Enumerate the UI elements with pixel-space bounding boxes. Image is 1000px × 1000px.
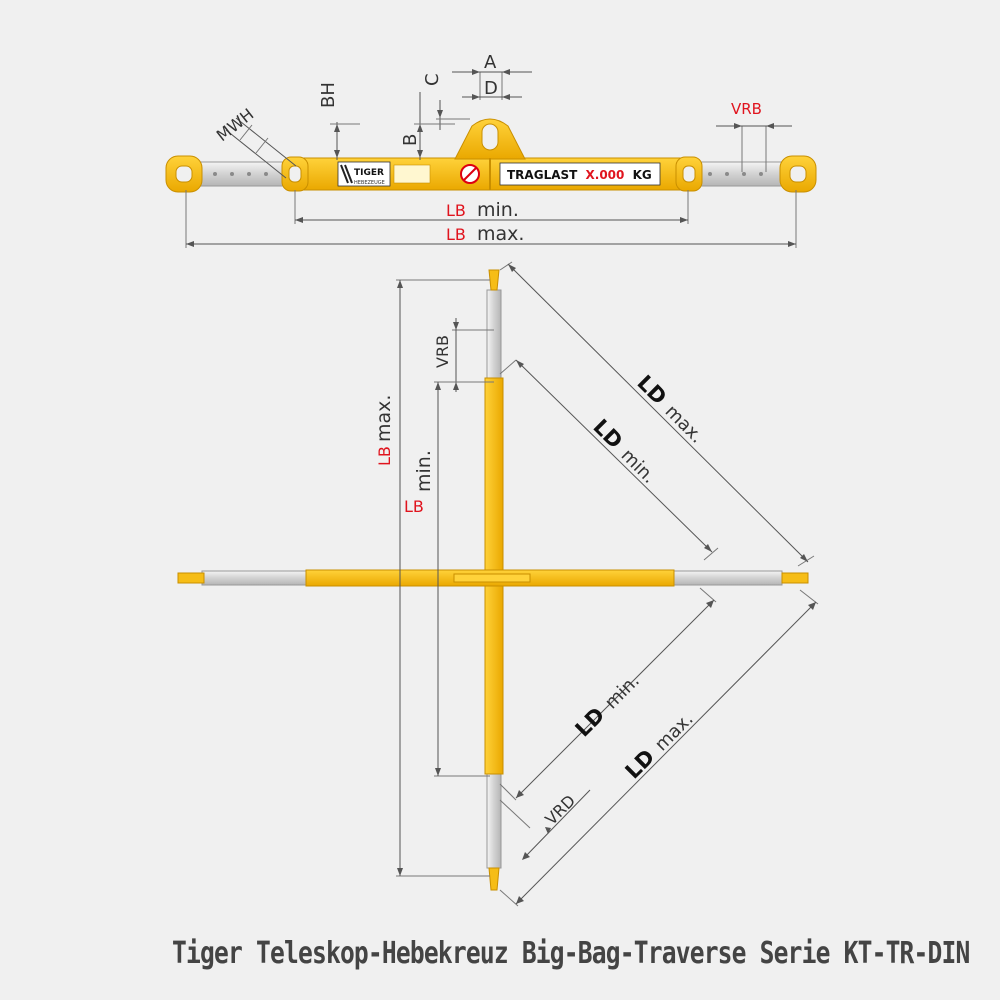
- ld-max-lower-text: max.: [651, 709, 698, 756]
- lb-min-text: min.: [477, 199, 519, 221]
- dim-label-ld-min-lower: LD min.: [571, 668, 644, 741]
- tube-holes: [213, 172, 763, 176]
- horizontal-left-tube: [201, 570, 309, 586]
- dim-label-ld-max-lower: LD max.: [621, 707, 698, 784]
- top-hook: [488, 269, 500, 291]
- dim-label-mwh: MWH: [213, 105, 258, 146]
- load-unit: KG: [633, 168, 652, 182]
- load-plate: TRAGLAST X.000 KG: [499, 162, 661, 186]
- dim-label-b: B: [400, 134, 421, 146]
- vertical-lower-tube: [486, 771, 502, 869]
- dim-label-vrd: VRD: [541, 791, 579, 829]
- brand-line1: TIGER: [354, 168, 384, 178]
- small-label-plate: [393, 164, 431, 184]
- cross-view: VRB LB max. LB min. LD max. LD: [177, 261, 819, 907]
- dim-label-c: C: [422, 73, 443, 86]
- caption: Tiger Teleskop-Hebekreuz Big-Bag-Travers…: [172, 936, 971, 971]
- dim-label-vrb-top: VRB: [731, 100, 762, 118]
- warning-icon: [460, 164, 480, 184]
- brand-plate: TIGER HEBEZEUGE: [337, 161, 391, 187]
- bottom-hook: [488, 867, 500, 891]
- brand-line2: HEBEZEUGE: [354, 180, 385, 186]
- dim-label-lb-max-cross-text: max.: [373, 395, 395, 442]
- ld-max-lower-code: LD: [621, 745, 660, 784]
- dim-label-ld-max-upper: LD max.: [632, 371, 709, 448]
- right-telescopic-tube: [689, 161, 791, 187]
- horizontal-right-tube: [671, 570, 783, 586]
- top-view: TIGER HEBEZEUGE TRAGLAST X.000 KG A D: [165, 52, 817, 248]
- left-hook: [177, 572, 205, 584]
- dim-label-vrb-cross: VRB: [433, 335, 452, 368]
- dim-label-lb-max-cross: LB: [375, 446, 394, 466]
- ld-max-upper-text: max.: [661, 401, 708, 448]
- vertical-upper-tube: [486, 289, 502, 381]
- lb-max-text: max.: [477, 223, 524, 245]
- lb-max-code: LB: [446, 225, 466, 244]
- load-value: X.000: [586, 168, 625, 182]
- lb-max-cross-code: LB: [375, 446, 394, 466]
- dim-label-bh: BH: [318, 82, 339, 108]
- dim-label-ld-min-upper: LD min.: [588, 415, 661, 488]
- dim-label-a: A: [484, 52, 497, 73]
- dim-label-lb-max: LB max.: [446, 223, 524, 245]
- center-plate: [453, 573, 531, 583]
- ld-min-lower-code: LD: [571, 703, 610, 742]
- svg-text:TRAGLAST X.000: TRAGLAST X.000 KG: [507, 168, 652, 182]
- ld-min-upper-code: LD: [588, 415, 627, 454]
- right-hook: [781, 572, 809, 584]
- dim-label-d: D: [484, 78, 498, 99]
- lb-min-code: LB: [446, 201, 466, 220]
- ld-max-upper-code: LD: [632, 371, 671, 410]
- dim-label-lb-min: LB min.: [446, 199, 519, 221]
- ld-min-upper-text: min.: [617, 445, 660, 488]
- dim-label-lb-min-cross-text: min.: [413, 450, 435, 492]
- load-label: TRAGLAST: [507, 168, 578, 182]
- dim-label-lb-min-cross-code: LB: [404, 497, 424, 516]
